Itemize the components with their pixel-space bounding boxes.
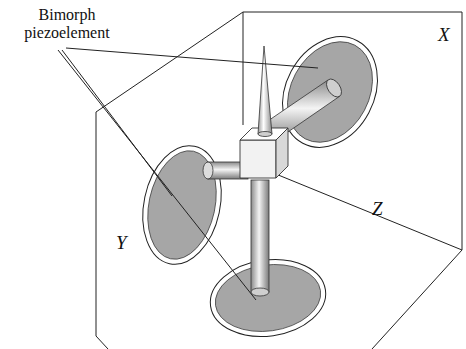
axis-label: Y xyxy=(116,232,127,254)
rods xyxy=(203,76,345,296)
part-label: Bimorph piezoelement xyxy=(12,6,122,42)
probe-tip xyxy=(258,46,272,137)
cube xyxy=(240,128,288,178)
corner-planes xyxy=(96,12,462,349)
axis-label: X xyxy=(438,24,450,46)
leader-lines xyxy=(58,48,318,300)
axis-label: Z xyxy=(372,198,383,220)
y-piezoelement xyxy=(132,138,231,271)
